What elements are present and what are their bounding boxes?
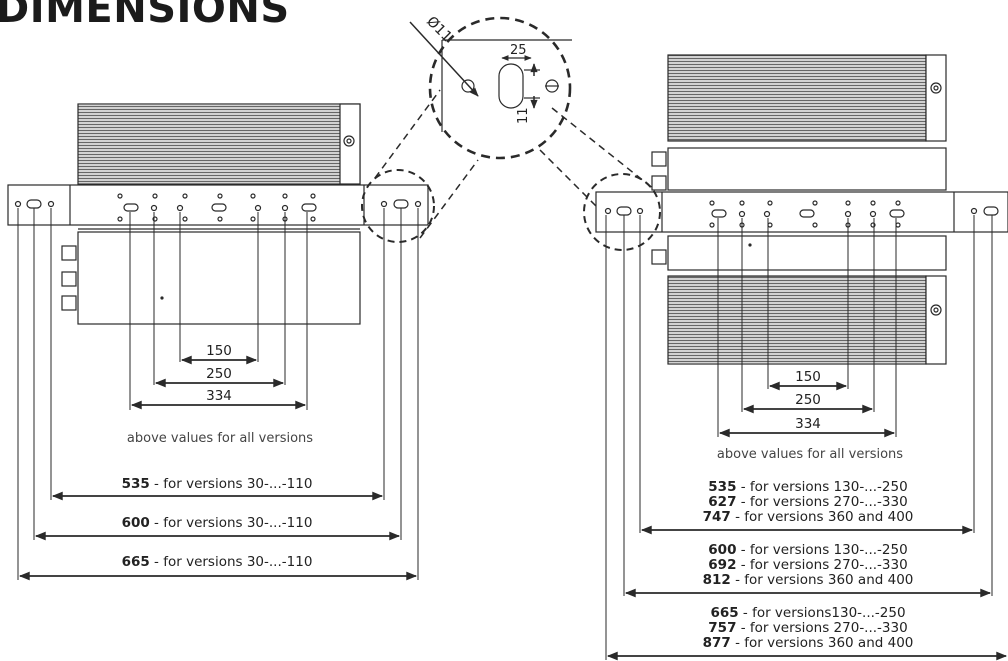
- left-note: above values for all versions: [127, 431, 313, 446]
- right-extension-lines: [605, 215, 993, 660]
- right-g3-line3: 877 - for versions 360 and 400: [703, 635, 914, 651]
- right-group-2: 600 - for versions 130-...-250 692 - for…: [703, 542, 914, 588]
- right-g1-line2: 627 - for versions 270-...-330: [708, 494, 907, 510]
- right-g1-line1: 535 - for versions 130-...-250: [708, 479, 907, 495]
- left-lower-box: [77, 231, 361, 325]
- left-unit: [7, 103, 435, 581]
- left-dim-334: 334: [206, 388, 232, 404]
- left-dim-250: 250: [206, 366, 232, 382]
- left-outer-1: 535 - for versions 30-...-110: [122, 476, 313, 492]
- right-group-3: 665 - for versions130-...-250 757 - for …: [703, 605, 914, 651]
- right-dimension-lines: [606, 381, 1008, 661]
- left-dim-150: 150: [206, 343, 232, 359]
- right-g3-line2: 757 - for versions 270-...-330: [708, 620, 907, 636]
- slot-height-label: 11: [516, 107, 531, 124]
- right-top-heatsink: [667, 54, 927, 142]
- left-dimension-lines: [18, 355, 418, 581]
- left-outer-2: 600 - for versions 30-...-110: [122, 515, 313, 531]
- right-g1-line3: 747 - for versions 360 and 400: [703, 509, 914, 525]
- left-extension-lines: [17, 208, 419, 580]
- left-heatsink: [77, 103, 361, 185]
- right-g3-line1: 665 - for versions130-...-250: [710, 605, 905, 621]
- right-dim-250: 250: [795, 392, 821, 408]
- right-note: above values for all versions: [717, 447, 903, 462]
- right-g2-line1: 600 - for versions 130-...-250: [708, 542, 907, 558]
- right-unit: [583, 54, 1008, 661]
- slot-width-label: 25: [510, 43, 527, 58]
- detail-view: [374, 16, 656, 239]
- right-g2-line2: 692 - for versions 270-...-330: [708, 557, 907, 573]
- left-rail-holes: [14, 193, 422, 222]
- right-dim-334: 334: [795, 416, 821, 432]
- right-rail: [595, 191, 1008, 233]
- right-bottom-heatsink: [667, 275, 927, 365]
- left-outer-3: 665 - for versions 30-...-110: [122, 554, 313, 570]
- page-title: DIMENSIONS: [0, 0, 290, 32]
- right-dim-150: 150: [795, 369, 821, 385]
- right-group-1: 535 - for versions 130-...-250 627 - for…: [703, 479, 914, 525]
- right-g2-line3: 812 - for versions 360 and 400: [703, 572, 914, 588]
